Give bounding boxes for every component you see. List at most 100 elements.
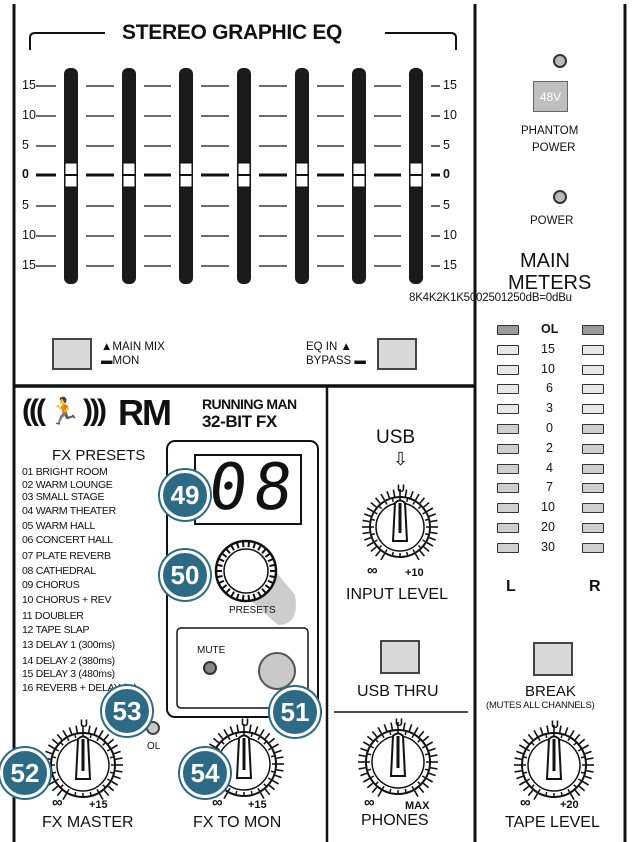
fx-preset-item: 13 DELAY 1 (300ms)	[22, 639, 115, 652]
callout-badge-53: 53	[102, 686, 152, 736]
meter-level-label: 7	[546, 480, 553, 495]
main-mix-mon-switch[interactable]	[52, 338, 92, 370]
tape-level-label: TAPE LEVEL	[505, 814, 600, 831]
fx-mute-button[interactable]	[258, 652, 296, 690]
meter-led-right	[582, 325, 604, 335]
eq-slider-5[interactable]	[295, 68, 309, 284]
fx-preset-item: 16 REVERB + DELAY (...)	[22, 681, 137, 694]
eq-slider-3[interactable]	[179, 68, 193, 284]
knob-scale-label: ∞	[364, 794, 375, 811]
callout-badge-50: 50	[160, 550, 210, 600]
meter-led-left	[497, 443, 519, 454]
presets-encoder-knob[interactable]	[215, 540, 277, 602]
usb-thru-button[interactable]	[380, 640, 420, 674]
knob-scale-label: MAX	[405, 800, 430, 812]
usb-thru-label: USB THRU	[357, 683, 439, 700]
eq-scale-right-tick: 0	[443, 167, 450, 181]
knob-scale-label: ∞	[52, 794, 63, 811]
break-sub-label: (MUTES ALL CHANNELS)	[486, 700, 595, 711]
power-label: POWER	[530, 215, 574, 227]
knob-scale-label: +15	[89, 799, 108, 811]
eq-scale-left-tick: 15	[22, 258, 36, 272]
switch-up-icon: ▲	[340, 341, 352, 353]
eq-scale-left-tick: 10	[22, 108, 36, 122]
fx-preset-item: 01 BRIGHT ROOM	[22, 466, 108, 478]
meter-level-label: 10	[541, 500, 555, 515]
mon-label: ▬MON	[101, 355, 140, 367]
break-label: BREAK	[525, 683, 576, 700]
meter-led-left	[497, 523, 519, 533]
knob-scale-label: U	[395, 717, 403, 729]
break-button[interactable]	[533, 642, 573, 676]
fx-preset-item: 05 WARM HALL	[22, 520, 96, 533]
knob-scale-label: ∞	[212, 794, 223, 811]
ol-led	[146, 721, 160, 735]
knob-scale-label: U	[80, 718, 88, 730]
meter-led-right	[582, 463, 604, 474]
running-man-logo-icon: ((( 🏃 )))	[22, 394, 107, 427]
meter-led-left	[497, 404, 519, 415]
fx-preset-item: 08 CATHEDRAL	[22, 565, 96, 578]
eq-scale-right-tick: 15	[443, 78, 457, 92]
switch-up-icon: ▲	[101, 341, 113, 353]
fx-to-mon-label: FX TO MON	[193, 814, 282, 831]
meter-level-label: 20	[541, 520, 555, 534]
logo-line-1: RUNNING MAN	[202, 396, 297, 412]
input-level-knob[interactable]	[362, 489, 438, 561]
logo-line-2: 32-BIT FX	[202, 412, 277, 431]
phantom-button-label: 48V	[539, 89, 562, 104]
knob-scale-label: ∞	[367, 562, 378, 579]
callout-badge-52: 52	[0, 748, 50, 798]
meter-led-left	[497, 424, 519, 434]
meter-led-right	[582, 384, 604, 395]
meter-led-right	[582, 542, 604, 553]
callout-badge-49: 49	[160, 470, 210, 520]
phones-knob[interactable]	[358, 722, 438, 798]
meter-led-left	[497, 344, 519, 355]
meter-led-left	[497, 503, 519, 514]
fx-preset-item: 14 DELAY 2 (380ms)	[22, 654, 115, 667]
eq-slider-4[interactable]	[237, 68, 251, 284]
eq-slider-7[interactable]	[409, 68, 423, 284]
eq-in-bypass-switch[interactable]	[377, 338, 417, 370]
meter-led-right	[582, 483, 604, 494]
presets-knob-label: PRESETS	[229, 605, 276, 616]
phones-label: PHONES	[361, 812, 429, 829]
eq-scale-left-tick: 5	[22, 198, 29, 212]
phantom-led	[553, 54, 567, 68]
fx-preset-item: 15 DELAY 3 (480ms)	[22, 668, 115, 681]
eq-slider-1[interactable]	[64, 68, 78, 284]
meter-led-right	[582, 503, 604, 514]
callout-badge-51: 51	[270, 687, 320, 737]
phantom-label-2: POWER	[532, 142, 576, 154]
mute-label: MUTE	[197, 645, 226, 656]
eq-title: STEREO GRAPHIC EQ	[122, 21, 343, 44]
eq-scale-right-tick: 10	[443, 108, 457, 122]
fx-preset-item: 04 WARM THEATER	[22, 504, 116, 517]
meter-led-right	[582, 523, 604, 533]
main-mix-label: ▲MAIN MIX	[101, 341, 165, 353]
eq-slider-6[interactable]	[352, 68, 366, 284]
fx-preset-item: 03 SMALL STAGE	[22, 491, 105, 504]
fx-preset-item: 11 DOUBLER	[22, 609, 84, 622]
phantom-label-1: PHANTOM	[521, 125, 579, 137]
meter-right-label: R	[589, 578, 601, 595]
knob-scale-label: U	[241, 717, 249, 729]
meter-led-left	[497, 384, 519, 395]
meter-level-label: 15	[541, 341, 555, 356]
fx-master-knob[interactable]	[43, 725, 123, 801]
fx-master-label: FX MASTER	[42, 814, 134, 831]
input-level-label: INPUT LEVEL	[346, 586, 448, 603]
eq-scale-right-tick: 5	[443, 138, 450, 152]
tape-level-knob[interactable]	[514, 725, 594, 801]
bypass-label: BYPASS ▬	[306, 355, 366, 367]
meter-led-right	[582, 404, 604, 415]
meter-level-label: 10	[541, 361, 555, 376]
meter-led-right	[582, 443, 604, 454]
phantom-power-button[interactable]: 48V	[533, 81, 568, 112]
meter-led-right	[582, 344, 604, 355]
switch-down-icon: ▬	[101, 355, 113, 367]
eq-scale-left-tick: 5	[22, 138, 29, 152]
eq-slider-2[interactable]	[122, 68, 136, 284]
